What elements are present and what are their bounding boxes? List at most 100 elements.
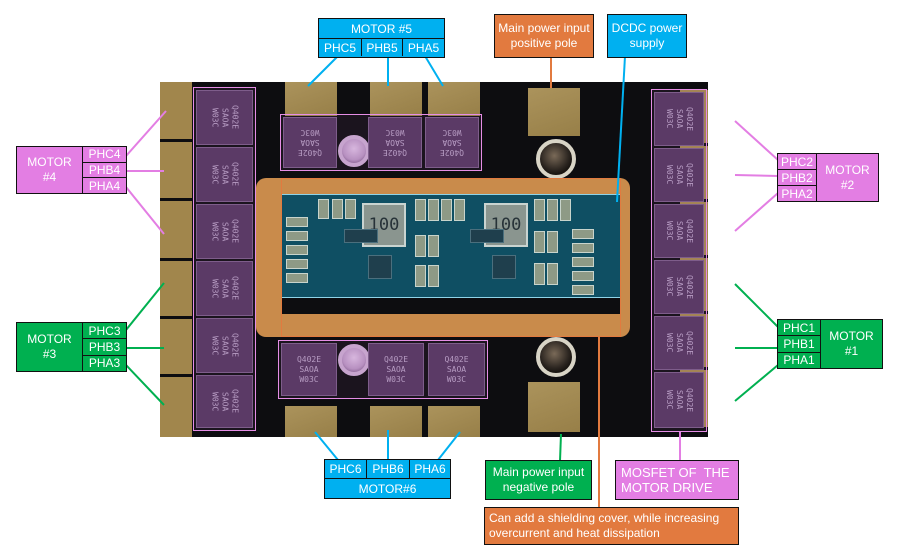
- motor3-title: MOTOR #3: [17, 323, 83, 371]
- capacitor: [286, 273, 308, 283]
- mounting-hole-bottom: [536, 337, 576, 377]
- capacitor: [534, 231, 545, 253]
- mounting-hole-top: [536, 139, 576, 179]
- motor1-pha: PHA1: [783, 353, 815, 368]
- motor6-label: PHC6 PHB6 PHA6 MOTOR#6: [324, 459, 451, 499]
- shield-label: Can add a shielding cover, while increas…: [484, 507, 739, 545]
- motor4-title: MOTOR #4: [17, 147, 83, 193]
- power-negative-label: Main power input negative pole: [485, 460, 592, 500]
- capacitor: [332, 199, 343, 219]
- motor1-title: MOTOR #1: [829, 329, 874, 358]
- dcdc-module: 100 100: [281, 194, 621, 298]
- leader-pha4: [125, 186, 165, 235]
- edge-pad-left-2: [160, 142, 192, 201]
- leader-phc1: [734, 283, 779, 328]
- motor3-phb: PHB3: [83, 339, 126, 356]
- motor2-pha: PHA2: [781, 186, 813, 201]
- capacitor: [547, 199, 558, 221]
- motor1-phc: PHC1: [778, 320, 820, 337]
- edge-pad-left-4: [160, 261, 192, 319]
- leader-pha6: [437, 431, 461, 461]
- motor4-label: MOTOR #4 PHC4 PHB4 PHA4: [16, 146, 127, 194]
- motor5-title: MOTOR #5: [319, 19, 444, 39]
- motor3-pha: PHA3: [88, 356, 121, 371]
- pad-pha5: [428, 82, 480, 116]
- capacitor: [572, 229, 594, 239]
- capacitor: [286, 259, 308, 269]
- motor5-phc: PHC5: [319, 39, 362, 56]
- capacitor: [286, 245, 308, 255]
- motor4-phc: PHC4: [83, 147, 126, 163]
- pad-phc5: [285, 82, 337, 116]
- capacitor: [572, 243, 594, 253]
- pad-phb5: [370, 82, 422, 116]
- pad-power-negative: [528, 382, 580, 432]
- motor6-title: MOTOR#6: [358, 481, 417, 496]
- leader-pha1: [734, 364, 779, 402]
- diode-2: [470, 229, 504, 243]
- capacitor: [560, 199, 571, 221]
- motor2-phc: PHC2: [778, 154, 816, 170]
- motor4-phb: PHB4: [83, 163, 126, 179]
- motor2-title: MOTOR #2: [825, 162, 870, 192]
- leader-phb2: [734, 174, 779, 177]
- dcdc-label: DCDC power supply: [607, 14, 687, 58]
- motor4-pha: PHA4: [88, 178, 121, 193]
- motor6-phb: PHB6: [367, 460, 410, 478]
- capacitor: [286, 231, 308, 241]
- leader-power-negative: [559, 433, 562, 462]
- capacitor: [572, 257, 594, 267]
- mosfet-label: MOSFET OF THE MOTOR DRIVE: [615, 460, 739, 500]
- capacitor: [428, 265, 439, 287]
- motor6-pha: PHA6: [414, 462, 446, 476]
- leader-pha2: [734, 192, 779, 232]
- leader-phc4: [125, 110, 167, 157]
- motor6-phc: PHC6: [325, 460, 367, 478]
- motor2-label: PHC2 PHB2 PHA2 MOTOR #2: [777, 153, 879, 202]
- motor1-label: PHC1 PHB1 PHA1 MOTOR #1: [777, 319, 883, 369]
- capacitor: [572, 271, 594, 281]
- capacitor: [345, 199, 356, 219]
- pad-pha6: [428, 406, 480, 437]
- capacitor: [415, 265, 426, 287]
- leader-phc3: [125, 282, 165, 331]
- leader-phc2: [734, 120, 779, 161]
- leader-pha5: [424, 55, 444, 87]
- capacitor: [415, 199, 426, 221]
- leader-dcdc: [616, 55, 626, 203]
- capacitor: [428, 199, 439, 221]
- motor1-phb: PHB1: [778, 336, 820, 353]
- capacitor: [547, 231, 558, 253]
- power-positive-label: Main power input positive pole: [494, 14, 594, 58]
- edge-pad-left-5: [160, 319, 192, 377]
- capacitor: [428, 235, 439, 257]
- pad-power-positive: [528, 88, 580, 136]
- capacitor: [534, 199, 545, 221]
- mounting-hole-top-left: [338, 135, 370, 167]
- motor3-phc: PHC3: [83, 323, 126, 340]
- motor5-phb: PHB5: [362, 39, 403, 56]
- edge-pad-left-6: [160, 377, 192, 437]
- motor5-pha: PHA5: [407, 40, 440, 55]
- pad-phc6: [285, 406, 337, 437]
- capacitor: [415, 235, 426, 257]
- motor2-phb: PHB2: [778, 170, 816, 186]
- capacitor: [547, 263, 558, 285]
- motor3-label: MOTOR #3 PHC3 PHB3 PHA3: [16, 322, 127, 372]
- leader-phc6: [314, 431, 339, 461]
